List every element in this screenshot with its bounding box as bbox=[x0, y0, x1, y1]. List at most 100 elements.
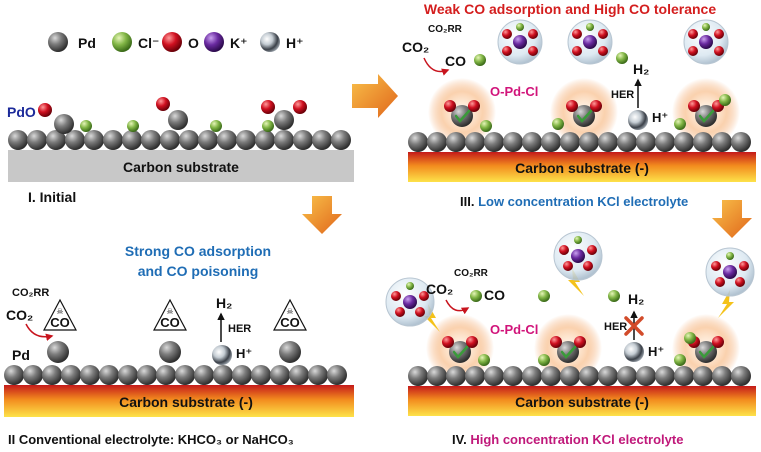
pd-surface-atom bbox=[636, 366, 656, 386]
caption-panel4-prefix: IV. bbox=[452, 432, 467, 447]
h-ion bbox=[628, 110, 648, 130]
cl-atom bbox=[538, 290, 550, 302]
co-label: CO bbox=[50, 315, 70, 330]
co2-to-co-arrow bbox=[445, 299, 470, 315]
pd-surface-atom bbox=[42, 365, 62, 385]
pd-surface-atom bbox=[194, 365, 214, 385]
panel3-heading: Weak CO adsorption and High CO tolerance bbox=[424, 1, 716, 17]
co-label: CO bbox=[160, 315, 180, 330]
panel2-heading-line1: Strong CO adsorption bbox=[125, 243, 271, 259]
pd-surface-atom bbox=[156, 365, 176, 385]
pdo-label: PdO bbox=[7, 104, 36, 120]
cl-atom bbox=[262, 120, 274, 132]
pd-surface-atom bbox=[103, 130, 123, 150]
hplus-label: H⁺ bbox=[652, 110, 668, 125]
pd-atom bbox=[159, 341, 181, 363]
k-atom bbox=[583, 35, 597, 49]
her-label: HER bbox=[611, 89, 634, 101]
h2-label: H₂ bbox=[628, 291, 644, 307]
pd-surface-atom bbox=[160, 130, 180, 150]
check-icon bbox=[560, 345, 577, 359]
co2-to-co-arrow bbox=[25, 323, 54, 341]
pd-surface-atom bbox=[579, 366, 599, 386]
pd-surface-atom bbox=[8, 130, 28, 150]
o-atom bbox=[444, 100, 456, 112]
o-atom bbox=[442, 336, 454, 348]
blocked-x-icon bbox=[624, 316, 644, 336]
pd-surface-atom bbox=[251, 365, 271, 385]
pd-surface-atom bbox=[674, 366, 694, 386]
o-atom bbox=[735, 277, 745, 287]
h-ion bbox=[212, 345, 232, 365]
o-atom bbox=[395, 307, 405, 317]
co2rr-label: CO₂RR bbox=[454, 268, 489, 279]
pd-surface-atom bbox=[255, 130, 275, 150]
hplus-label: H⁺ bbox=[236, 346, 252, 361]
pd-label: Pd bbox=[12, 347, 30, 363]
co2-to-co-arrow bbox=[423, 57, 450, 76]
pd-surface-atom bbox=[293, 130, 313, 150]
pd-surface-atom bbox=[617, 132, 637, 152]
site-label: O-Pd-Cl bbox=[490, 84, 538, 99]
o-atom bbox=[598, 29, 608, 39]
o-atom bbox=[261, 100, 275, 114]
legend-item-pd: Pd bbox=[48, 32, 96, 52]
pd-surface-atom bbox=[179, 130, 199, 150]
o-atom bbox=[466, 336, 478, 348]
o-atom bbox=[688, 29, 698, 39]
arrow-right-icon bbox=[352, 74, 398, 118]
pd-atom bbox=[695, 341, 717, 363]
cl-atom bbox=[210, 120, 222, 132]
pd-surface-atom bbox=[217, 130, 237, 150]
check-icon bbox=[698, 345, 715, 359]
pd-surface-atom bbox=[655, 132, 675, 152]
pd-surface-atom bbox=[484, 132, 504, 152]
co2-label: CO₂ bbox=[402, 39, 429, 55]
pd-surface-atom bbox=[541, 132, 561, 152]
pd-surface-atom bbox=[503, 132, 523, 152]
pd-surface-atom bbox=[80, 365, 100, 385]
pd-surface-atom bbox=[61, 365, 81, 385]
solvated-k-cluster bbox=[553, 231, 603, 281]
pd-surface-atom bbox=[331, 130, 351, 150]
pd-surface-atom bbox=[27, 130, 47, 150]
o-atom bbox=[572, 29, 582, 39]
legend-label-h: H⁺ bbox=[286, 35, 304, 51]
o-atom bbox=[419, 291, 429, 301]
pd-surface-atom bbox=[308, 365, 328, 385]
o-atom bbox=[528, 29, 538, 39]
cl-atom bbox=[608, 290, 620, 302]
co-label: CO bbox=[484, 287, 505, 303]
pd-surface-atom bbox=[503, 366, 523, 386]
cl-atom bbox=[516, 23, 524, 31]
co2-label: CO₂ bbox=[6, 307, 33, 323]
pd-surface-atom bbox=[4, 365, 24, 385]
cl-atom bbox=[538, 354, 550, 366]
k-atom bbox=[571, 249, 585, 263]
pd-surface-atom bbox=[122, 130, 142, 150]
o-atom bbox=[528, 46, 538, 56]
pd-surface-row-panel2 bbox=[4, 365, 347, 385]
k-atom bbox=[699, 35, 713, 49]
o-atom bbox=[587, 245, 597, 255]
pd-surface-atom bbox=[636, 132, 656, 152]
h2-label: H₂ bbox=[633, 61, 649, 77]
pd-surface-atom bbox=[46, 130, 66, 150]
caption-panel4-text: High concentration KCl electrolyte bbox=[470, 432, 683, 447]
co-label: CO bbox=[445, 53, 466, 69]
legend-item-cl: Cl⁻ bbox=[112, 32, 159, 52]
o-atom bbox=[563, 261, 573, 271]
pd-surface-atom bbox=[560, 366, 580, 386]
skull-icon: ☠ bbox=[166, 307, 173, 316]
cl-atom-icon bbox=[112, 32, 132, 52]
pd-surface-atom bbox=[232, 365, 252, 385]
pd-surface-atom bbox=[99, 365, 119, 385]
pd-surface-atom bbox=[274, 130, 294, 150]
pd-surface-atom bbox=[598, 132, 618, 152]
pd-atom bbox=[451, 105, 473, 127]
pd-surface-row-panel3 bbox=[408, 132, 751, 152]
caption-panel2: II Conventional electrolyte: KHCO₃ or Na… bbox=[8, 432, 294, 447]
substrate-panel1 bbox=[8, 150, 354, 182]
pd-surface-atom bbox=[118, 365, 138, 385]
